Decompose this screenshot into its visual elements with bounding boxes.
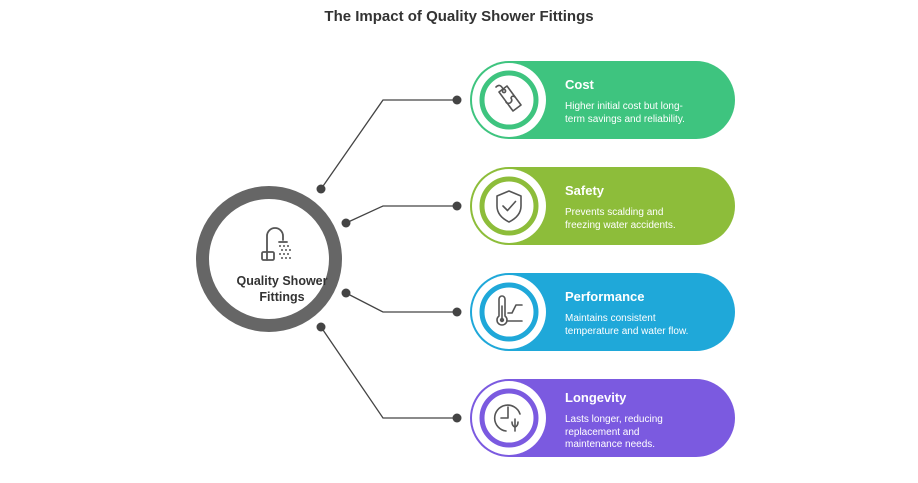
card-safety-title: Safety — [565, 183, 605, 198]
page-title: The Impact of Quality Shower Fittings — [324, 8, 594, 25]
card-safety-desc: Prevents scalding and freezing water acc… — [565, 207, 676, 231]
price-tag-icon — [479, 70, 539, 130]
card-longevity-title: Longevity — [565, 390, 627, 405]
connector-dot — [452, 307, 462, 317]
card-cost: Cost Higher initial cost but long- term … — [470, 61, 735, 139]
hub-circle: Quality Shower Fittings — [196, 186, 342, 332]
shield-check-icon — [479, 176, 539, 236]
card-safety: Safety Prevents scalding and freezing wa… — [470, 167, 735, 245]
card-performance: Performance Maintains consistent tempera… — [470, 273, 735, 351]
connector-cost — [320, 99, 457, 190]
card-performance-title: Performance — [565, 289, 645, 304]
connector-longevity — [320, 326, 457, 419]
connector-dot — [452, 95, 462, 105]
card-performance-desc: Maintains consistent temperature and wat… — [565, 313, 689, 337]
connector-dot — [452, 201, 462, 211]
connector-dot — [316, 322, 326, 332]
connector-dot — [341, 218, 351, 228]
card-longevity-desc: Lasts longer, reducing replacement and m… — [565, 414, 663, 450]
card-cost-desc: Higher initial cost but long- term savin… — [565, 101, 685, 125]
card-longevity: Longevity Lasts longer, reducing replace… — [470, 379, 735, 457]
thermometer-icon — [479, 282, 539, 342]
connector-performance — [345, 292, 457, 313]
card-cost-title: Cost — [565, 77, 594, 92]
hub-label: Quality Shower Fittings — [236, 274, 328, 304]
connector-dot — [316, 184, 326, 194]
connector-dot — [452, 413, 462, 423]
clock-plant-icon — [479, 388, 539, 448]
shower-faucet-icon — [261, 227, 291, 261]
connector-safety — [345, 205, 457, 224]
connector-dot — [341, 288, 351, 298]
